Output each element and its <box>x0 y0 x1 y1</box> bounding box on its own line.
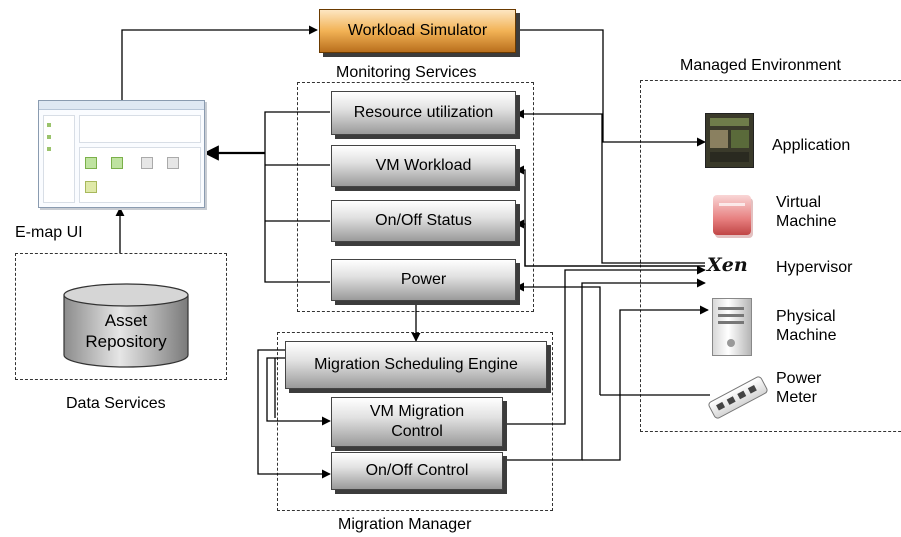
virtual-machine-line-1: Virtual <box>776 194 822 211</box>
physical-machine-line-1: Physical <box>776 308 836 325</box>
power-box: Power <box>331 259 516 301</box>
asset-repository-label: Asset Repository <box>62 310 190 352</box>
asset-repository-line-1: Asset <box>104 311 148 330</box>
physical-machine-icon <box>712 298 752 356</box>
onoff-control-box: On/Off Control <box>331 452 503 490</box>
vm-migration-control-box: VM Migration Control <box>331 397 503 447</box>
power-label: Power <box>400 271 447 288</box>
data-services-label: Data Services <box>66 395 166 412</box>
application-label: Application <box>772 137 851 154</box>
migration-manager-title: Migration Manager <box>338 516 472 533</box>
managed-environment-title: Managed Environment <box>680 57 841 74</box>
power-meter-label: Power Meter <box>776 369 821 407</box>
power-meter-line-2: Meter <box>776 389 817 406</box>
emap-ui-label: E-map UI <box>15 224 83 241</box>
data-services-group <box>15 253 227 380</box>
migration-scheduling-engine-box: Migration Scheduling Engine <box>285 341 547 389</box>
vm-migration-control-label-1: VM Migration <box>369 403 465 420</box>
onoff-status-box: On/Off Status <box>331 200 516 242</box>
workload-simulator-box: Workload Simulator <box>319 9 516 53</box>
onoff-status-label: On/Off Status <box>375 212 472 229</box>
asset-repository-icon <box>63 283 189 368</box>
vm-workload-label: VM Workload <box>375 157 472 174</box>
vm-workload-box: VM Workload <box>331 145 516 187</box>
virtual-machine-line-2: Machine <box>776 213 837 230</box>
hypervisor-label: Hypervisor <box>776 259 853 276</box>
migration-scheduling-engine-label: Migration Scheduling Engine <box>314 356 518 373</box>
vm-migration-control-label-2: Control <box>391 423 443 440</box>
power-meter-line-1: Power <box>776 370 822 387</box>
resource-utilization-box: Resource utilization <box>331 91 516 135</box>
resource-utilization-label: Resource utilization <box>353 104 494 121</box>
asset-repository-line-2: Repository <box>85 332 167 351</box>
monitoring-services-title: Monitoring Services <box>336 64 477 81</box>
physical-machine-line-2: Machine <box>776 327 837 344</box>
application-icon <box>705 113 754 168</box>
xen-logo: Xen <box>707 254 748 276</box>
physical-machine-label: Physical Machine <box>776 307 836 345</box>
virtual-machine-icon <box>713 195 751 235</box>
virtual-machine-label: Virtual Machine <box>776 193 836 231</box>
onoff-control-label: On/Off Control <box>365 462 469 479</box>
emap-ui-screenshot <box>38 100 205 208</box>
managed-environment-group <box>640 80 901 432</box>
workload-simulator-label: Workload Simulator <box>347 22 488 39</box>
